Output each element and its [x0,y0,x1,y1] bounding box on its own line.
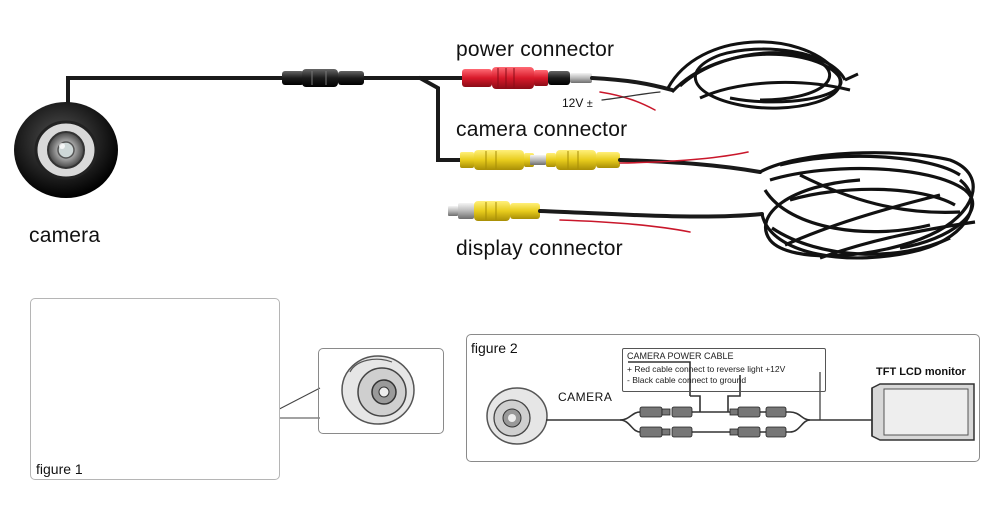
power-cable-note-black: - Black cable connect to ground [627,375,747,385]
power-cable-note-red: + Red cable connect to reverse light +12… [627,364,786,374]
figure2-camera-label: CAMERA [558,390,613,404]
figure1-inset-frame [318,348,444,434]
inline-connector [282,69,364,87]
plus-minus-symbol: ± [586,98,593,110]
figure2-camera [486,387,548,445]
camera-illustration [14,102,118,198]
long-cable-coil [759,151,976,260]
tft-monitor-label: TFT LCD monitor [876,366,966,378]
figure1-title: figure 1 [36,461,83,477]
figure2-rca-plugs [639,406,787,438]
camera-connector-label: camera connector [456,118,628,141]
display-connector-label: display connector [456,237,623,260]
power-connector-plug [462,67,592,89]
figure2-title: figure 2 [471,340,518,356]
camera-connector-plugs [460,150,620,170]
main-cable [66,76,464,162]
power-cable-note-box [622,348,826,392]
voltage-value: 12V [562,96,584,110]
display-cable [538,209,764,233]
figure2-frame [466,334,980,462]
power-cable [590,76,674,111]
power-cable-title: CAMERA POWER CABLE [627,351,734,361]
voltage-label: 12V ± [562,96,593,110]
camera-cable [618,151,762,174]
figure1-frame [30,298,280,480]
power-cable-coil [666,40,859,110]
camera-label: camera [29,224,101,247]
display-connector-plug [448,201,540,221]
tft-monitor-drawing [871,383,975,441]
power-connector-label: power connector [456,38,615,61]
figure1-inset-camera [341,355,415,425]
